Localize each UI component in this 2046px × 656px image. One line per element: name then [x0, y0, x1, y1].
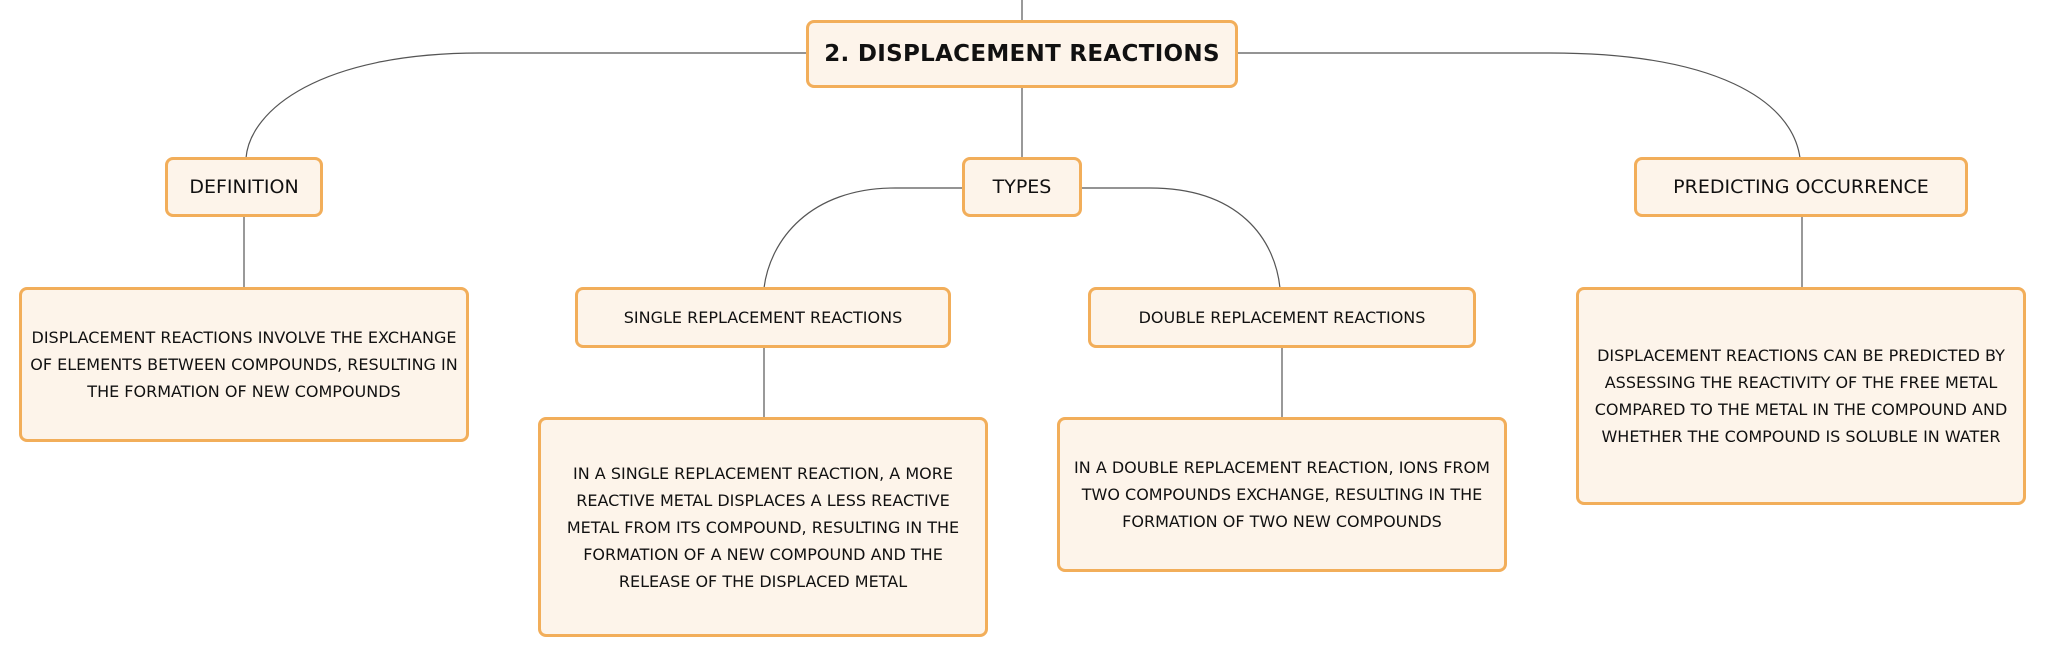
single-replacement-node[interactable]: SINGLE REPLACEMENT REACTIONS	[575, 287, 951, 348]
root-node[interactable]: 2. DISPLACEMENT REACTIONS	[806, 20, 1238, 88]
single-replacement-detail-text: IN A SINGLE REPLACEMENT REACTION, A MORE…	[566, 463, 960, 591]
double-replacement-node[interactable]: DOUBLE REPLACEMENT REACTIONS	[1088, 287, 1476, 348]
predicting-occurrence-detail-node[interactable]: DISPLACEMENT REACTIONS CAN BE PREDICTED …	[1576, 287, 2026, 505]
definition-detail-node[interactable]: DISPLACEMENT REACTIONS INVOLVE THE EXCHA…	[19, 287, 469, 442]
connector-root-to-predicting	[1238, 52, 1801, 159]
predicting-occurrence-detail-text: DISPLACEMENT REACTIONS CAN BE PREDICTED …	[1594, 346, 2008, 446]
types-node[interactable]: TYPES	[962, 157, 1082, 217]
definition-detail-text: DISPLACEMENT REACTIONS INVOLVE THE EXCHA…	[30, 328, 458, 401]
definition-node[interactable]: DEFINITION	[165, 157, 323, 217]
predicting-occurrence-node[interactable]: PREDICTING OCCURRENCE	[1634, 157, 1968, 217]
types-node-label: TYPES	[992, 176, 1052, 198]
double-replacement-detail-node[interactable]: IN A DOUBLE REPLACEMENT REACTION, IONS F…	[1057, 417, 1507, 572]
connector-root-to-definition	[245, 52, 806, 159]
predicting-occurrence-node-label: PREDICTING OCCURRENCE	[1673, 176, 1929, 198]
root-node-label: 2. DISPLACEMENT REACTIONS	[824, 41, 1220, 67]
connector-types-to-double	[1082, 187, 1281, 289]
definition-node-label: DEFINITION	[189, 176, 299, 198]
single-replacement-node-label: SINGLE REPLACEMENT REACTIONS	[623, 308, 903, 327]
single-replacement-detail-node[interactable]: IN A SINGLE REPLACEMENT REACTION, A MORE…	[538, 417, 988, 637]
connector-types-to-single	[763, 187, 962, 289]
double-replacement-detail-text: IN A DOUBLE REPLACEMENT REACTION, IONS F…	[1074, 458, 1490, 531]
double-replacement-node-label: DOUBLE REPLACEMENT REACTIONS	[1138, 308, 1426, 327]
